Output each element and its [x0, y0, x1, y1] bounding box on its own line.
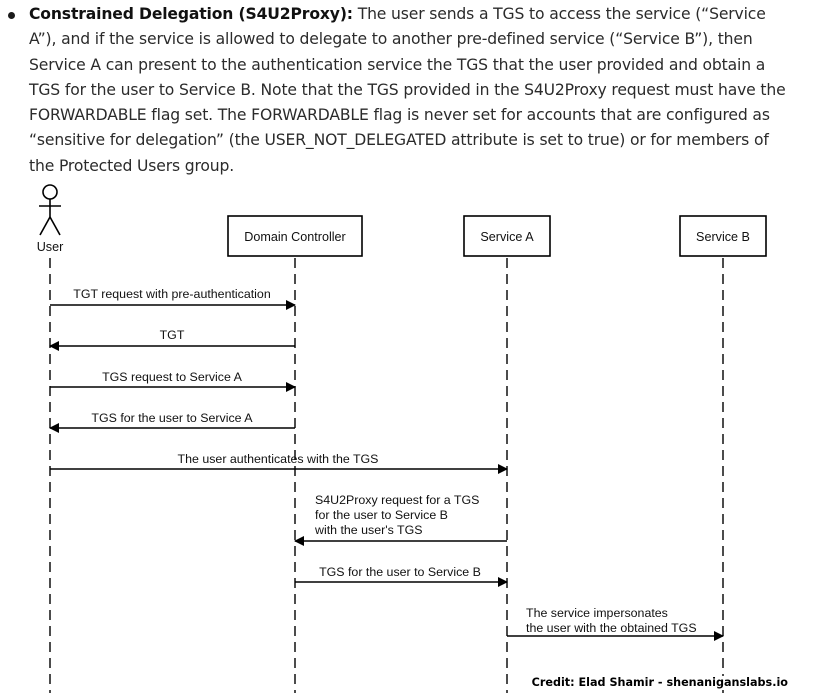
participant-service-a-label: Service A [480, 230, 534, 244]
participant-service-a-box [463, 215, 551, 257]
bullet-point [8, 12, 15, 19]
participant-service-b-label: Service B [696, 230, 750, 244]
message-4: TGS for the user to Service A [49, 411, 295, 433]
message-label: TGT [160, 328, 185, 342]
intro-text: The user sends a TGS to access the servi… [29, 5, 786, 175]
message-label: with the user's TGS [314, 523, 423, 537]
intro-term: Constrained Delegation (S4U2Proxy): [29, 5, 353, 23]
message-3: TGS request to Service A [50, 370, 296, 392]
participant-service-b-box [679, 215, 767, 257]
message-label: TGS request to Service A [102, 370, 243, 384]
message-label: TGS for the user to Service B [319, 565, 481, 579]
message-label: TGT request with pre-authentication [73, 287, 271, 301]
message-label: S4U2Proxy request for a TGS [315, 493, 479, 507]
intro-paragraph: Constrained Delegation (S4U2Proxy): The … [29, 2, 789, 179]
participant-domain-controller-box [227, 215, 363, 257]
participant-user-label: User [37, 240, 64, 254]
credit-text: Credit: Elad Shamir - shenaniganslabs.io [529, 676, 790, 690]
message-label: for the user to Service B [315, 508, 448, 522]
message-2: TGT [49, 328, 295, 351]
message-1: TGT request with pre-authentication [50, 287, 296, 310]
message-label: The user authenticates with the TGS [178, 452, 379, 466]
message-label: TGS for the user to Service A [91, 411, 253, 425]
message-7: TGS for the user to Service B [295, 565, 508, 587]
message-label: the user with the obtained TGS [526, 621, 697, 635]
message-label: The service impersonates [526, 606, 668, 620]
user-actor-icon [39, 184, 61, 236]
message-5: The user authenticates with the TGS [50, 452, 508, 474]
participant-domain-controller-label: Domain Controller [244, 230, 346, 244]
